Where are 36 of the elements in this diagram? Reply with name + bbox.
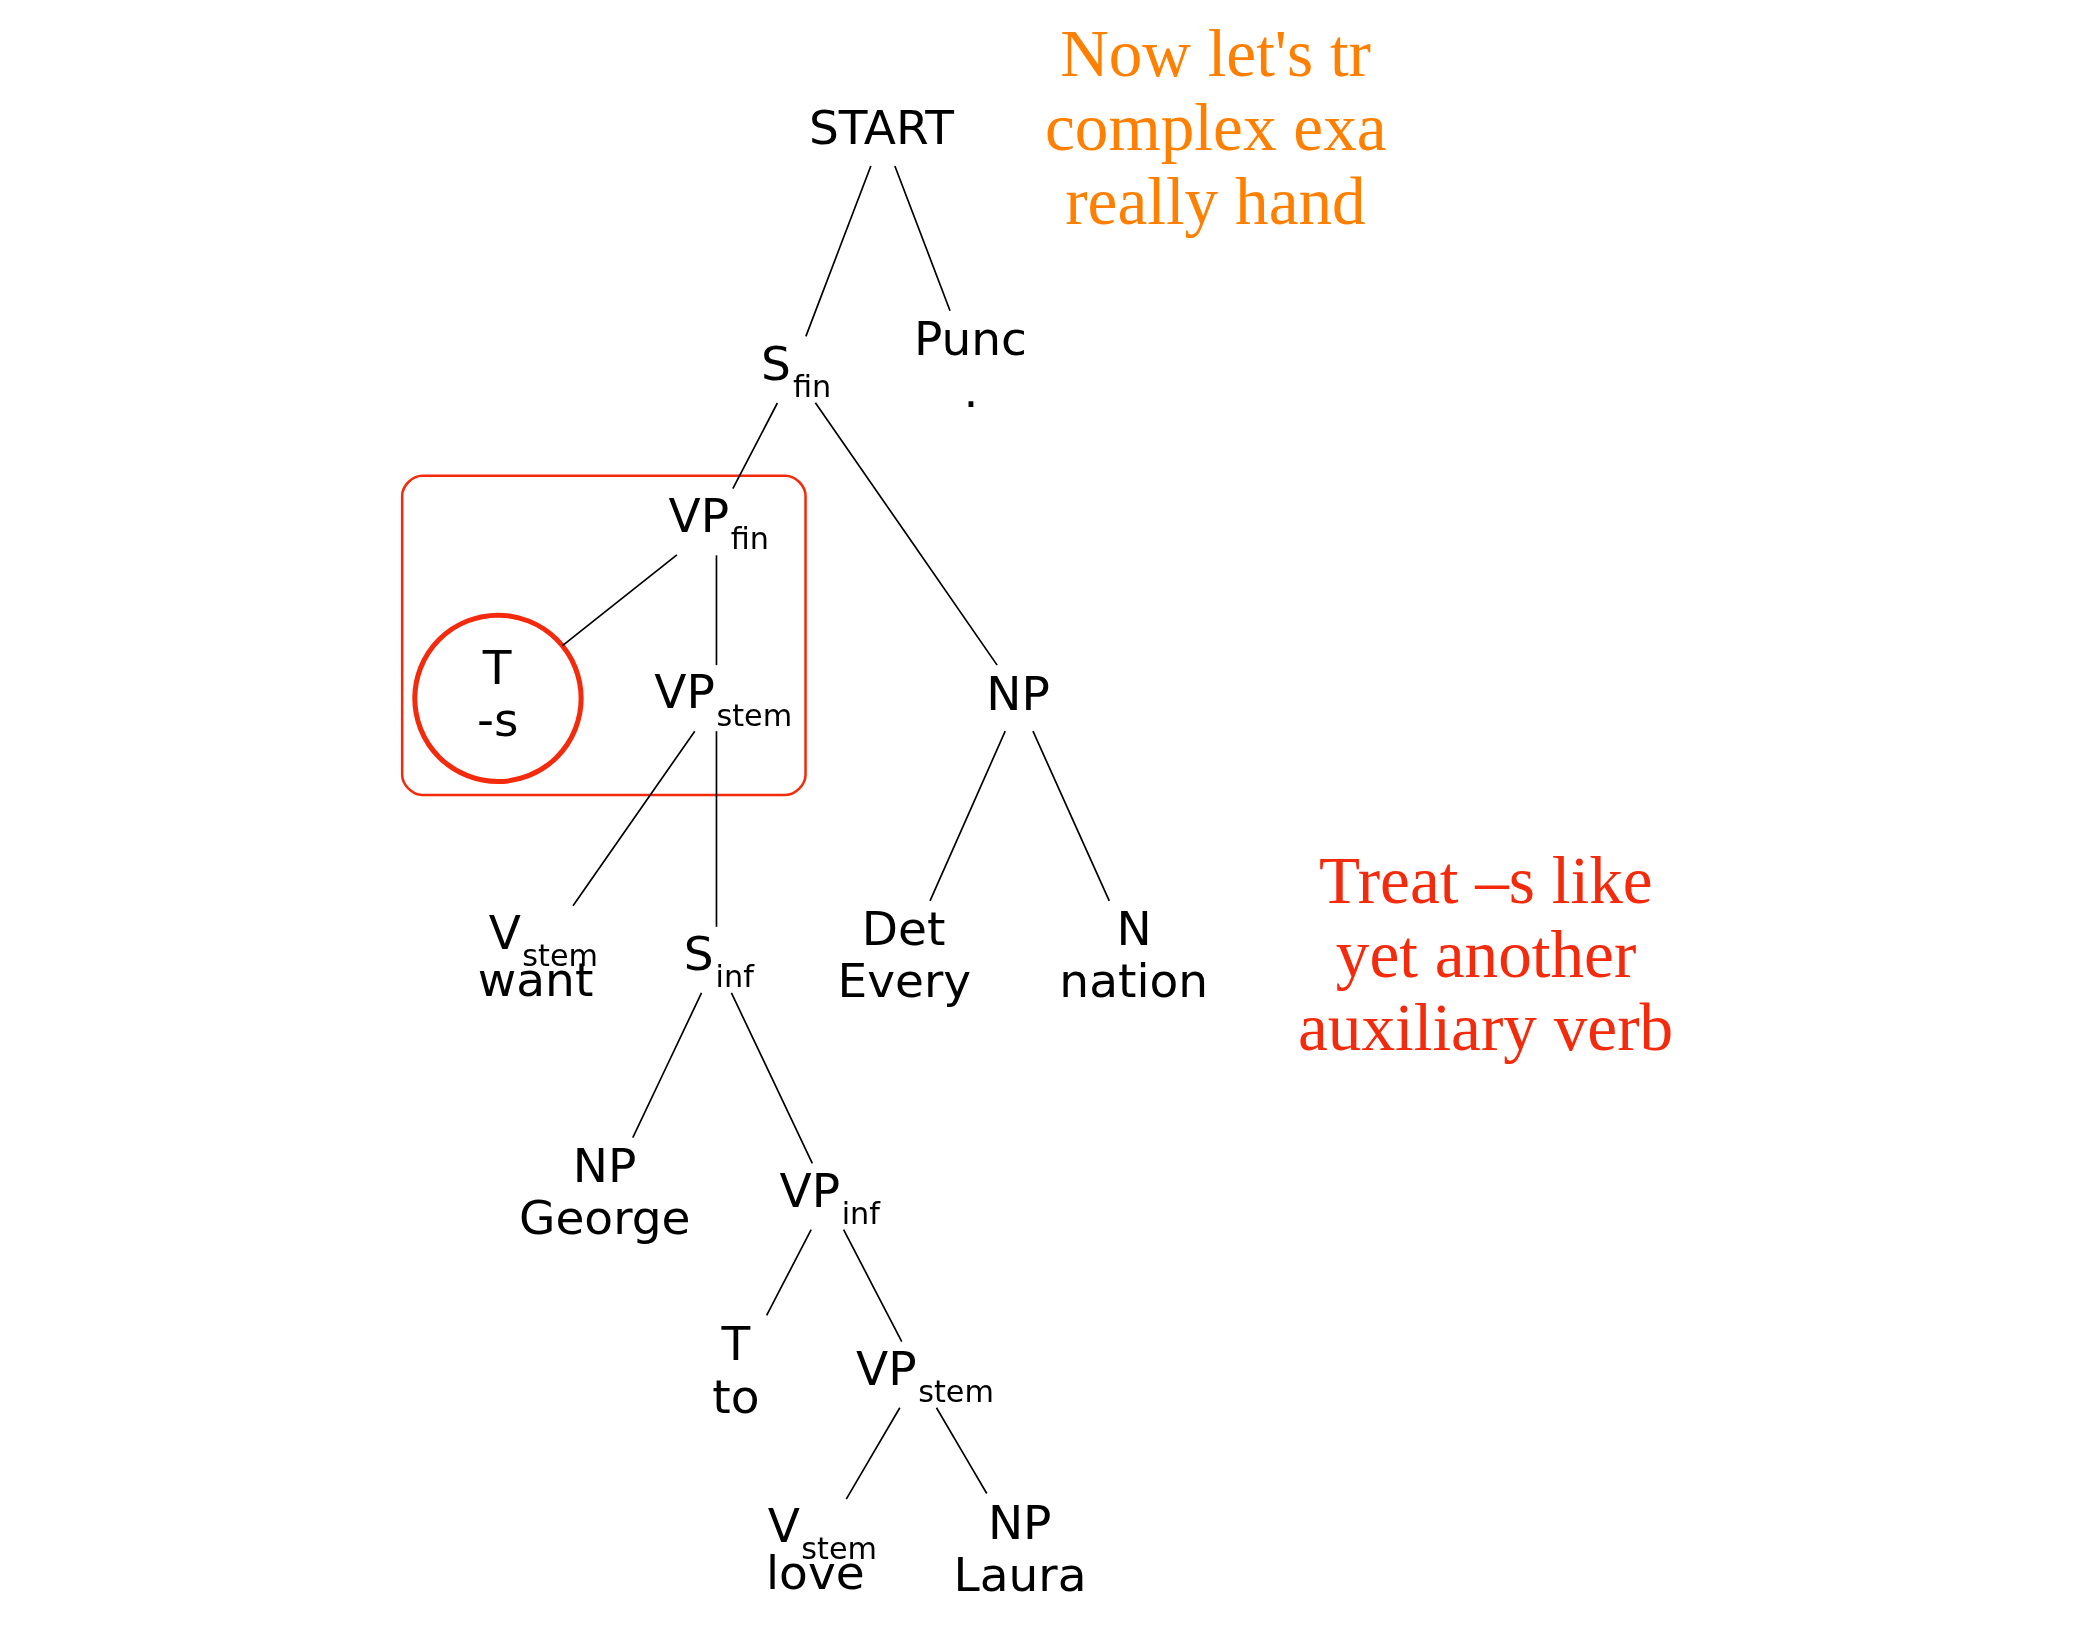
node-text: NP Laura [953,1494,1087,1602]
connector [715,554,718,666]
connector [732,402,779,490]
connector [805,165,872,338]
node-text: Punc . [913,311,1027,419]
label: Now let's tr complex exa really hand [1045,15,1387,239]
connector [765,1228,812,1317]
node-text: VP$_{inf}$ [779,1162,880,1232]
node-text: VP$_{fin}$ [668,487,769,557]
node-text: NP George [518,1138,691,1246]
node-text: N nation [1059,901,1209,1009]
label: Treat –s like yet another auxiliary verb [1297,842,1674,1066]
cluster [400,474,807,797]
node-text: VP$_{stem}$ [855,1340,994,1410]
connector [1032,730,1111,902]
connector [845,1406,901,1500]
connector [929,730,1007,902]
connector [814,401,998,666]
node-circle: T -s [412,612,584,785]
node-text: NP [986,665,1050,721]
connector [572,730,696,907]
node-text: START [808,100,955,156]
connector [894,165,951,312]
connector [842,1228,903,1343]
connector [715,730,718,928]
node-text: T to [712,1316,760,1424]
connector [631,992,703,1139]
connector [935,1406,988,1495]
connector [730,992,814,1165]
node-text: V$_{stem}$ love [766,1497,878,1600]
node-text: V$_{stem}$ want [477,904,599,1007]
node-text: S$_{inf}$ [683,925,754,995]
node-text: S$_{fin}$ [761,335,832,405]
node-text: Det Every [837,901,972,1009]
node-text: VP$_{stem}$ [654,664,793,733]
connector [561,554,678,647]
